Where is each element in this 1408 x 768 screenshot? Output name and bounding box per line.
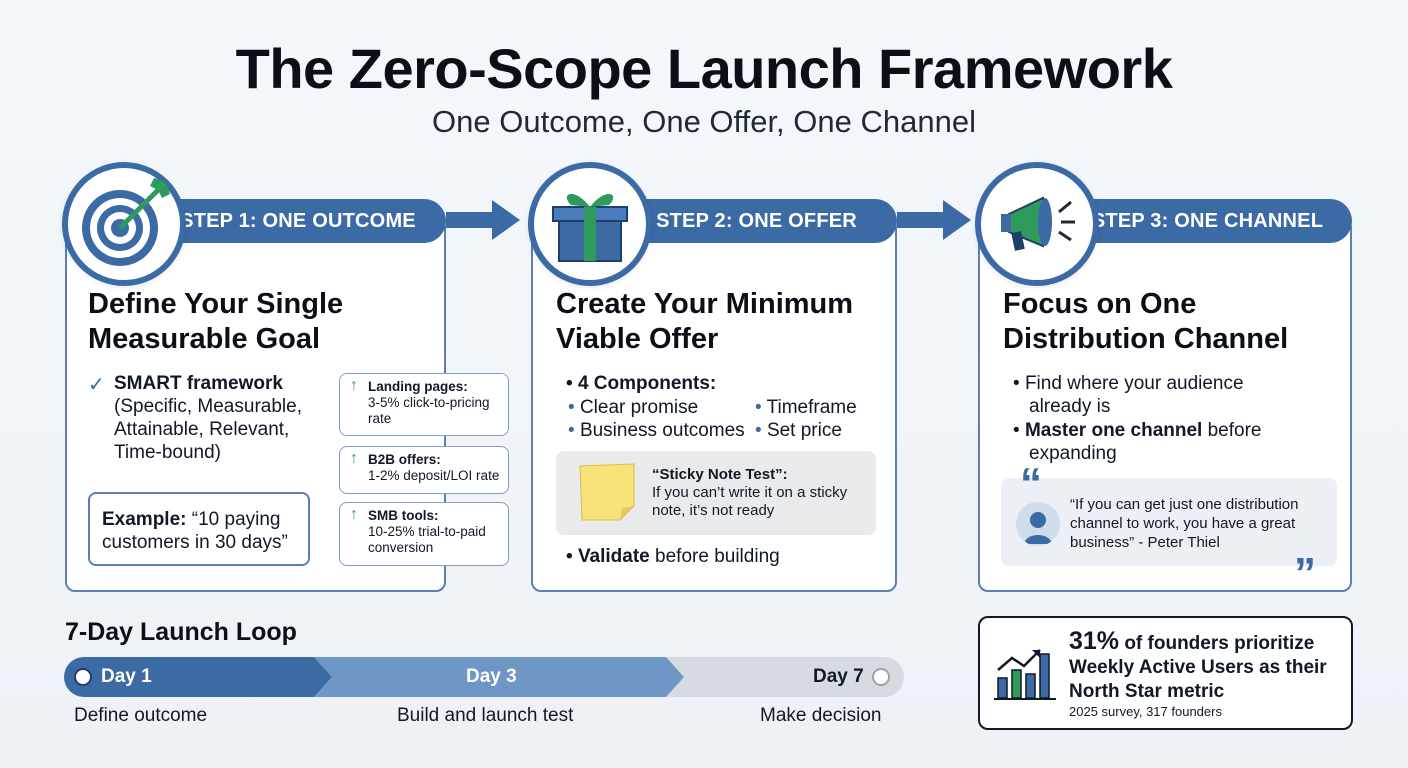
check-icon: ✓: [88, 374, 105, 396]
founder-stat-text: 31% of founders prioritize Weekly Active…: [1069, 627, 1327, 703]
day-1-label: Day 1: [101, 666, 152, 687]
megaphone-icon: [975, 162, 1099, 286]
stat-smb-tools: ↑ SMB tools: 10-25% trial-to-paid conver…: [339, 502, 509, 566]
arrow-right-icon: [897, 200, 971, 240]
arrow-up-icon: ↑: [350, 506, 358, 523]
page-subtitle: One Outcome, One Offer, One Channel: [432, 104, 976, 139]
launch-loop-bar: [64, 657, 904, 697]
day-7-label: Day 7: [813, 666, 864, 687]
quote-text: “If you can get just one distribution ch…: [1070, 496, 1299, 551]
component-item: • Business outcomes: [568, 420, 745, 441]
survey-note: 2025 survey, 317 founders: [1069, 704, 1222, 719]
day-1-caption: Define outcome: [74, 705, 208, 726]
close-quote-icon: ”: [1294, 549, 1316, 598]
arrow-right-icon: [446, 200, 520, 240]
day-3-label: Day 3: [466, 666, 517, 687]
component-item: • Clear promise: [568, 397, 699, 418]
step-1-title: Define Your Single Measurable Goal: [88, 288, 344, 355]
step-3-pill: STEP 3: ONE CHANNEL: [1063, 199, 1352, 243]
step-2-pill: STEP 2: ONE OFFER: [616, 199, 897, 243]
gift-icon: [528, 162, 652, 286]
day-7-caption: Make decision: [760, 705, 882, 726]
step-2-title: Create Your Minimum Viable Offer: [556, 288, 854, 355]
stat-landing-pages: ↑ Landing pages: 3-5% click-to-pricing r…: [339, 373, 509, 436]
avatar: [1016, 502, 1060, 546]
day-3-caption: Build and launch test: [397, 705, 574, 726]
bullet-master-channel: • Master one channel before expanding: [1013, 420, 1262, 464]
example-box: Example: “10 paying customers in 30 days…: [88, 492, 310, 566]
smart-framework-text: SMART framework (Specific, Measurable, A…: [114, 373, 302, 463]
open-quote-icon: “: [1020, 459, 1042, 508]
page-title: The Zero-Scope Launch Framework: [235, 37, 1173, 100]
bullet-find-audience: • Find where your audience already is: [1013, 373, 1244, 417]
sticky-note-text: “Sticky Note Test”: If you can’t write i…: [652, 466, 848, 519]
components-label: • 4 Components:: [566, 373, 717, 394]
arrow-up-icon: ↑: [350, 450, 358, 467]
sticky-note-icon: [579, 463, 635, 521]
component-item: • Set price: [755, 420, 842, 441]
step-1-pill: STEP 1: ONE OUTCOME: [150, 199, 446, 243]
arrow-up-icon: ↑: [350, 377, 358, 394]
launch-loop-title: 7-Day Launch Loop: [65, 618, 297, 646]
bar-chart-growth-icon: [994, 649, 1056, 700]
validate-text: • Validate before building: [566, 546, 780, 567]
step-3-title: Focus on One Distribution Channel: [1003, 288, 1289, 355]
component-item: • Timeframe: [755, 397, 857, 418]
stat-b2b-offers: ↑ B2B offers: 1-2% deposit/LOI rate: [339, 446, 509, 494]
target-icon: [62, 162, 186, 286]
